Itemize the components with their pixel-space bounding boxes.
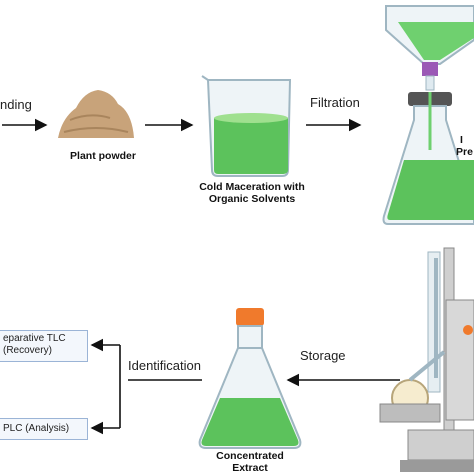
extract-flask-icon — [198, 308, 302, 449]
filtration-setup-icon — [382, 5, 474, 225]
concentrated-extract-line-2: Extract — [232, 462, 268, 474]
tlc-analysis-box: PLC (Analysis) — [0, 418, 88, 440]
beaker-icon — [201, 75, 292, 177]
cold-maceration-line-2: Organic Solvents — [208, 193, 296, 205]
prep-tlc-box: eparative TLC (Recovery) — [0, 330, 88, 362]
flask-right-line-1: I — [460, 134, 463, 146]
prep-tlc-line-1: eparative TLC — [3, 333, 66, 344]
rotary-evaporator-icon — [379, 247, 474, 472]
flask-right-caption: I Pre — [448, 134, 474, 158]
plant-powder-icon — [58, 90, 134, 138]
step-storage-label: Storage — [300, 348, 346, 363]
prep-tlc-line-2: (Recovery) — [3, 345, 52, 356]
step-identification-label: Identification — [128, 358, 201, 373]
cold-maceration-caption: Cold Maceration with Organic Solvents — [186, 181, 318, 205]
cold-maceration-line-1: Cold Maceration with — [199, 181, 305, 193]
concentrated-extract-line-1: Concentrated — [216, 450, 284, 462]
concentrated-extract-caption: Concentrated Extract — [192, 450, 308, 474]
step-grinding-label: nding — [0, 97, 32, 112]
step-filtration-label: Filtration — [310, 95, 360, 110]
flask-right-line-2: Pre — [456, 146, 473, 158]
plant-powder-caption: Plant powder — [70, 150, 136, 162]
